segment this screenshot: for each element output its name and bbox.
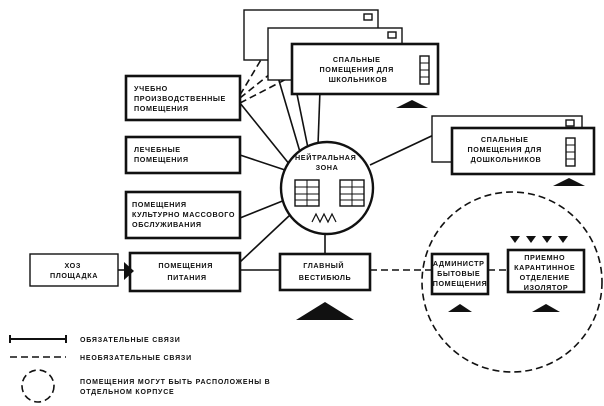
kultura-label: ПОМЕЩЕНИЯ КУЛЬТУРНО МАССОВОГО ОБСЛУЖИВАН… xyxy=(132,200,238,229)
legend-separate-label: ПОМЕЩЕНИЯ МОГУТ БЫТЬ РАСПОЛОЖЕНЫ В ОТДЕЛ… xyxy=(80,379,273,396)
hoz-label: ХОЗ ПЛОЩАДКА xyxy=(50,261,98,280)
priemno-node: ПРИЕМНО КАРАНТИННОЕ ОТДЕЛЕНИЕ ИЗОЛЯТОР xyxy=(506,236,586,312)
school-dorm-stack: СПАЛЬНЫЕ ПОМЕЩЕНИЯ ДЛЯ ШКОЛЬНИКОВ xyxy=(243,9,440,108)
link-neutral-kultura xyxy=(239,199,286,219)
link-neutral-dosh xyxy=(369,131,441,166)
preschool-dorm-label: СПАЛЬНЫЕ ПОМЕЩЕНИЯ ДЛЯ ДОШКОЛЬНИКОВ xyxy=(468,135,545,164)
neutral-zone-node: НЕЙТРАЛЬНАЯ ЗОНА xyxy=(279,140,375,236)
uchebno-label: УЧЕБНО ПРОИЗВОДСТВЕННЫЕ ПОМЕЩЕНИЯ xyxy=(134,84,229,113)
door-icon xyxy=(565,119,575,127)
entrance-triangle-icon xyxy=(532,304,560,312)
legend-optional-label: НЕОБЯЗАТЕЛЬНЫЕ СВЯЗИ xyxy=(80,355,192,362)
link-neutral-lechebnye xyxy=(239,154,286,171)
entrance-triangle-icon xyxy=(553,178,585,186)
link-neutral-uchebno xyxy=(239,102,291,166)
door-icon xyxy=(363,13,373,21)
separate-building-circle xyxy=(421,191,603,373)
isolator-markers xyxy=(510,236,568,243)
pitanie-label: ПОМЕЩЕНИЯ ПИТАНИЯ xyxy=(158,261,215,282)
legend-dashed-circle xyxy=(21,369,55,403)
legend: ОБЯЗАТЕЛЬНЫЕ СВЯЗИ НЕОБЯЗАТЕЛЬНЫЕ СВЯЗИ … xyxy=(9,335,273,403)
main-entrance-triangle-icon xyxy=(296,302,354,320)
entrance-triangle-icon xyxy=(448,304,472,312)
vestibul-label: ГЛАВНЫЙ ВЕСТИБЮЛЬ xyxy=(299,261,351,282)
priemno-label: ПРИЕМНО КАРАНТИННОЕ ОТДЕЛЕНИЕ ИЗОЛЯТОР xyxy=(514,253,578,292)
admin-node: АДМИНИСТР БЫТОВЫЕ ПОМЕЩЕНИЯ xyxy=(430,252,490,312)
vestibul-node: ГЛАВНЫЙ ВЕСТИБЮЛЬ xyxy=(278,252,372,320)
entrance-triangle-icon xyxy=(396,100,428,108)
kultura-node: ПОМЕЩЕНИЯ КУЛЬТУРНО МАССОВОГО ОБСЛУЖИВАН… xyxy=(124,190,242,240)
legend-mandatory-label: ОБЯЗАТЕЛЬНЫЕ СВЯЗИ xyxy=(80,337,181,344)
school-dorm-box xyxy=(290,42,440,96)
lechebnye-node: ЛЕЧЕБНЫЕ ПОМЕЩЕНИЯ xyxy=(124,135,242,175)
lechebnye-label: ЛЕЧЕБНЫЕ ПОМЕЩЕНИЯ xyxy=(134,145,189,164)
link-neutral-pitanie xyxy=(239,214,291,263)
preschool-dorm-stack: СПАЛЬНЫЕ ПОМЕЩЕНИЯ ДЛЯ ДОШКОЛЬНИКОВ xyxy=(431,115,596,186)
pitanie-node: ПОМЕЩЕНИЯ ПИТАНИЯ xyxy=(124,251,242,293)
uchebno-node: УЧЕБНО ПРОИЗВОДСТВЕННЫЕ ПОМЕЩЕНИЯ xyxy=(124,74,242,122)
entrance-arrow-icon xyxy=(124,262,134,280)
entrance-doors-icon xyxy=(311,212,337,224)
school-dorm-label: СПАЛЬНЫЕ ПОМЕЩЕНИЯ ДЛЯ ШКОЛЬНИКОВ xyxy=(320,55,397,84)
admin-label: АДМИНИСТР БЫТОВЫЕ ПОМЕЩЕНИЯ xyxy=(433,259,488,288)
hoz-node: ХОЗ ПЛОЩАДКА xyxy=(29,253,119,287)
door-icon xyxy=(387,31,397,39)
neutral-zone-label: НЕЙТРАЛЬНАЯ ЗОНА xyxy=(295,153,359,172)
link-neutral-spalnye-3 xyxy=(317,89,321,146)
